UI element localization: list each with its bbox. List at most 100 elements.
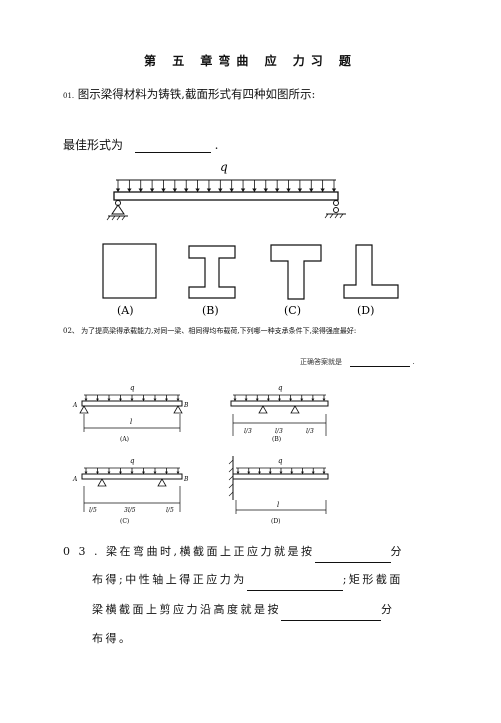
distributed-load-arrows xyxy=(115,180,337,192)
page-title: 第 五 章弯曲 应 力习 题 xyxy=(144,54,357,68)
load-arrow-head xyxy=(195,188,200,192)
diagram-d-dim: l xyxy=(277,501,279,509)
load-arrow-head xyxy=(300,398,304,401)
diagram-b-caption: (B) xyxy=(272,436,281,443)
section-label-c: (C) xyxy=(284,304,301,317)
question-3-suffix-3: 分 xyxy=(381,603,395,616)
question-3-line-1: 0 3 . 梁在弯曲时,横截面上正应力就是按 分 xyxy=(63,541,443,563)
load-arrow-head xyxy=(172,188,178,192)
load-arrow-head xyxy=(278,398,281,401)
load-arrow-head xyxy=(255,398,259,401)
load-arrow-head xyxy=(320,188,325,192)
diagram-a-q: q xyxy=(130,384,135,392)
question-2-number: 02、 xyxy=(63,327,79,335)
load-arrow-head xyxy=(268,471,272,474)
load-arrow-head xyxy=(119,471,122,474)
diagram-d-caption: (D) xyxy=(271,518,281,525)
load-arrow-head xyxy=(286,188,291,192)
load-arrow-head xyxy=(130,398,134,401)
load-arrow-head xyxy=(311,398,315,401)
load-arrow-head xyxy=(176,471,180,474)
diagram-a-dim: l xyxy=(130,418,132,426)
question-2: 02、 为了提高梁得承载能力,对同一梁、相同得均布载荷,下列哪一种支承条件下,梁… xyxy=(63,326,443,336)
answer-blank-4[interactable] xyxy=(246,590,343,591)
load-arrow-head xyxy=(279,471,283,474)
load-arrow-head xyxy=(289,398,293,401)
load-arrow-head xyxy=(142,398,145,401)
load-arrow-head xyxy=(176,398,180,401)
answer-blank-1[interactable] xyxy=(134,152,211,153)
load-arrow-head xyxy=(138,188,143,192)
question-3-line-3: 梁横截面上剪应力沿高度就是按 分 xyxy=(92,599,472,621)
diagram-b-dim-2: l/3 xyxy=(275,428,283,435)
section-d-inverted-t xyxy=(343,244,399,299)
diagram-a-caption: (A) xyxy=(120,436,129,443)
diagram-c-label-b: B xyxy=(183,476,189,483)
load-arrow-head xyxy=(84,471,88,474)
beam-body xyxy=(113,191,339,201)
load-arrow-head xyxy=(115,188,121,192)
question-1: 01. 图示梁得材料为铸铁,截面形式有四种如图所示: xyxy=(63,86,315,102)
load-arrow-head xyxy=(142,471,145,474)
section-label-a: (A) xyxy=(117,304,134,317)
answer-suffix: . xyxy=(214,138,219,152)
load-arrow-head xyxy=(127,188,132,192)
answer-prefix: 最佳形式为 xyxy=(63,138,124,152)
load-arrow-head xyxy=(96,398,99,401)
load-arrow-head xyxy=(274,188,280,192)
diagram-a: q A B l (A) xyxy=(72,384,189,443)
section-b-i-beam xyxy=(188,245,236,299)
question-3-number: 0 3 . xyxy=(63,545,100,558)
load-arrow-head xyxy=(309,188,314,192)
load-arrow-head xyxy=(119,398,122,401)
load-arrow-head xyxy=(311,471,315,474)
diagram-c-dim-2: 3l/5 xyxy=(124,507,136,514)
load-arrow-head xyxy=(229,188,234,192)
question-3-suffix-1: 分 xyxy=(390,545,404,558)
load-arrow-head xyxy=(244,398,248,401)
load-arrow-head xyxy=(322,471,326,474)
load-arrow-head xyxy=(130,471,134,474)
section-a-square xyxy=(102,243,157,299)
diagram-b-dim-3: l/3 xyxy=(306,428,314,435)
answer-prefix-2: 正确答案就是 xyxy=(300,358,342,366)
load-arrow-head xyxy=(258,471,261,474)
section-label-d: (D) xyxy=(357,304,374,317)
load-arrow-head xyxy=(266,398,270,401)
right-roller-support xyxy=(324,200,346,219)
load-arrow-head xyxy=(184,188,189,192)
diagram-c: q A B l/5 3l/5 l/5 (C) xyxy=(72,457,189,525)
load-arrow-head xyxy=(161,188,166,192)
load-arrow-head xyxy=(297,188,303,192)
diagram-c-q: q xyxy=(130,457,135,465)
answer-blank-2[interactable] xyxy=(350,366,411,367)
left-pin-support xyxy=(106,200,128,221)
answer-blank-3[interactable] xyxy=(314,562,391,563)
load-arrow-head xyxy=(290,471,294,474)
load-arrow-head xyxy=(331,188,337,192)
load-arrow-head xyxy=(107,471,111,474)
question-2-text: 为了提高梁得承载能力,对同一梁、相同得均布载荷,下列哪一种支承条件下,梁得强度最… xyxy=(81,327,357,335)
main-beam-figure: q xyxy=(106,160,346,221)
load-label-q: q xyxy=(220,160,228,174)
diagram-d-q: q xyxy=(278,457,283,465)
load-arrow-head xyxy=(252,188,257,192)
answer-blank-5[interactable] xyxy=(281,620,381,621)
load-arrow-head xyxy=(263,188,268,192)
question-3-text-3: 梁横截面上剪应力沿高度就是按 xyxy=(92,603,281,616)
answer-suffix-2: . xyxy=(412,358,415,366)
diagram-c-caption: (C) xyxy=(120,518,129,525)
diagram-c-dim-3: l/5 xyxy=(166,507,174,514)
question-1-text: 图示梁得材料为铸铁,截面形式有四种如图所示: xyxy=(77,87,316,101)
load-arrow-head xyxy=(153,471,157,474)
diagram-a-label-b: B xyxy=(183,402,189,409)
question-1-answer-line: 最佳形式为 . xyxy=(63,136,219,153)
load-arrow-head xyxy=(301,471,304,474)
load-arrow-head xyxy=(153,398,157,401)
load-arrow-head xyxy=(96,471,99,474)
load-arrow-head xyxy=(240,188,246,192)
question-3-text-1: 梁在弯曲时,横截面上正应力就是按 xyxy=(106,545,315,558)
question-3-suffix-2: ;矩形截面 xyxy=(342,573,403,586)
load-arrow-head xyxy=(233,398,237,401)
diagram-b-dim-1: l/3 xyxy=(244,428,252,435)
